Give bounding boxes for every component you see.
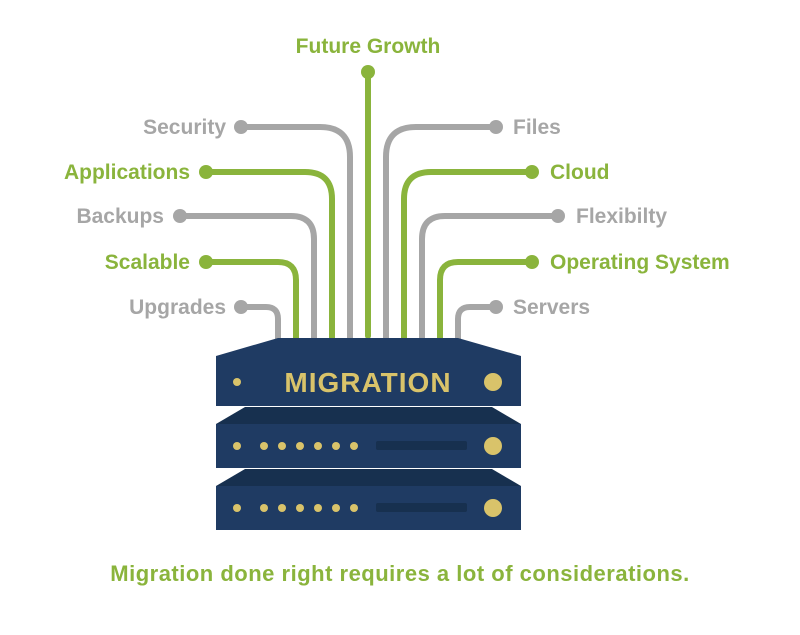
connector-cloud [401,169,535,347]
led-dot [314,504,322,512]
connector-security [238,124,353,351]
connector-upgrades [238,304,281,351]
led-dot [350,442,358,450]
led-dot [350,504,358,512]
power-button-icon [484,373,502,391]
endpoint-dot-backups [173,209,187,223]
drive-slot [376,503,467,512]
connector-files [383,124,499,351]
led-dot [278,504,286,512]
label-cloud: Cloud [550,161,609,184]
power-button-icon [484,499,502,517]
server-stack-icon: MIGRATION [216,338,521,530]
label-upgrades: Upgrades [129,296,226,319]
endpoint-dot-scalable [199,255,213,269]
led-dot [233,442,241,450]
drive-slot [376,441,467,450]
caption: Migration done right requires a lot of c… [110,561,690,586]
led-row [233,504,358,512]
led-row [233,442,358,450]
label-flexibility: Flexibilty [576,205,667,228]
led-dot [296,442,304,450]
led-dot [233,504,241,512]
endpoint-dot-operating-system [525,255,539,269]
led-dot [278,442,286,450]
endpoint-dot-security [234,120,248,134]
endpoint-dot-upgrades [234,300,248,314]
connector-operating-system [437,259,535,347]
endpoint-dot-applications [199,165,213,179]
led-dot [260,504,268,512]
server-title: MIGRATION [284,367,451,398]
server-unit-top [216,356,521,406]
server-divider [216,407,521,424]
endpoint-dot-servers [489,300,503,314]
connector-scalable [203,259,299,347]
label-servers: Servers [513,296,590,319]
led-dot [332,504,340,512]
endpoint-dot-future-growth [361,65,375,79]
led-dot [260,442,268,450]
server-top-roof [216,338,521,356]
power-button-icon [484,437,502,455]
label-scalable: Scalable [105,251,190,274]
connector-backups [177,213,317,351]
label-applications: Applications [64,161,190,184]
label-operating-system: Operating System [550,251,730,274]
endpoint-dot-files [489,120,503,134]
server-divider [216,469,521,486]
led-dot [314,442,322,450]
connector-servers [455,304,499,351]
led-dot [332,442,340,450]
label-files: Files [513,116,561,139]
led-dot [296,504,304,512]
led-dot [233,378,241,386]
connector-flexibility [419,213,561,351]
label-backups: Backups [76,205,164,228]
connector-applications [203,169,335,347]
endpoint-dot-flexibility [551,209,565,223]
label-security: Security [143,116,226,139]
label-future-growth: Future Growth [296,35,441,58]
endpoint-dot-cloud [525,165,539,179]
